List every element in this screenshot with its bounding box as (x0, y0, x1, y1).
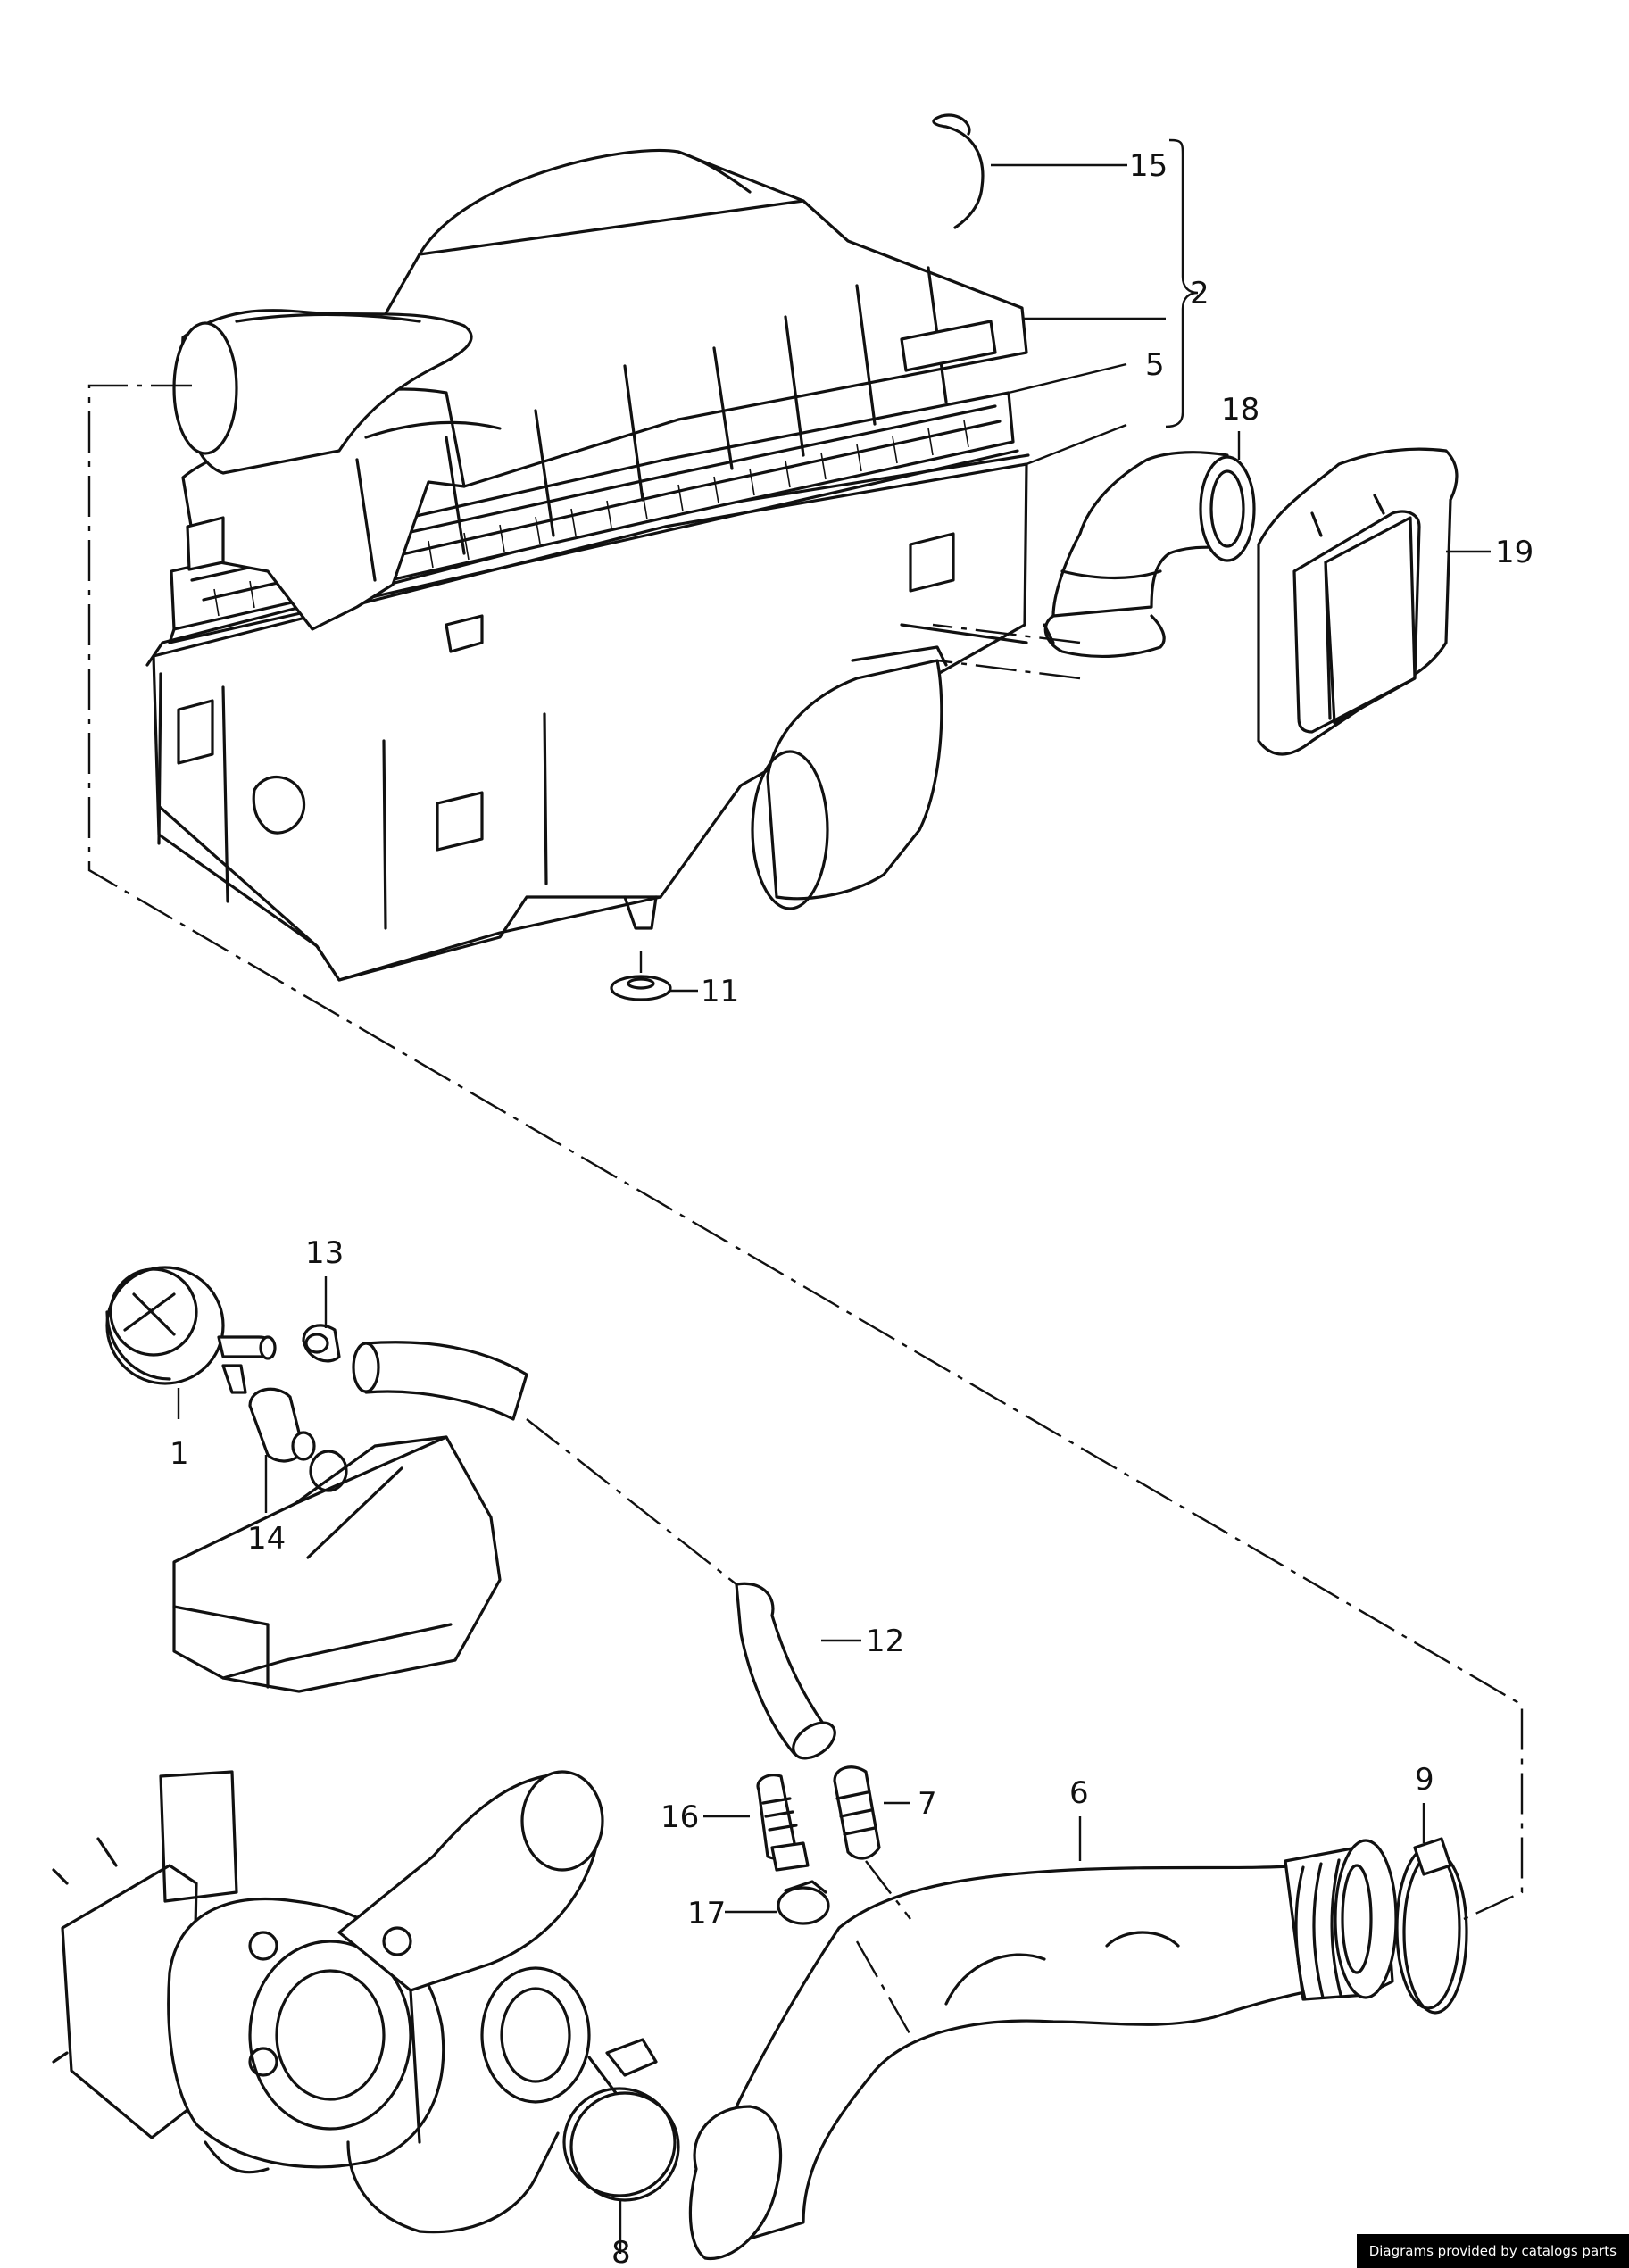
callout-5: 5 (1145, 347, 1165, 383)
turbocharger (52, 1770, 604, 2234)
part-1-breather-valve (105, 1266, 277, 1394)
valve-cover (172, 1435, 502, 1693)
lower-housing-body (145, 453, 1030, 982)
part-14-plug (248, 1387, 316, 1463)
part-8-hose-clamp (562, 2038, 680, 2202)
part-19-gasket-frame (1257, 447, 1459, 756)
callout-11: 11 (701, 974, 739, 1009)
upper-housing-cover (172, 148, 1028, 653)
callout-9: 9 (1415, 1762, 1434, 1798)
callout-17: 17 (687, 1896, 726, 1932)
part-9-hose-clamp (1395, 1837, 1468, 2015)
callout-12: 12 (866, 1624, 904, 1659)
callout-13: 13 (305, 1235, 344, 1271)
leader-lines (177, 138, 1491, 2254)
callout-15: 15 (1129, 148, 1168, 184)
callout-6: 6 (1069, 1775, 1089, 1811)
callout-labels: 15 2 5 18 19 11 13 1 14 12 16 7 6 9 17 8 (170, 148, 1533, 2268)
air-filter-housing (145, 148, 1030, 982)
assembly-path-lines (87, 384, 1524, 2036)
part-17-clamp (777, 1880, 830, 1925)
callout-7: 7 (918, 1786, 937, 1822)
part-16-connector (756, 1774, 810, 1872)
part-6-air-hose (688, 1839, 1398, 2261)
callout-16: 16 (661, 1799, 699, 1835)
part-11-grommet (610, 951, 672, 1001)
part-7-connector (833, 1765, 881, 1860)
callout-1: 1 (170, 1436, 189, 1472)
part-13-hose-clip (302, 1324, 341, 1363)
part-12-breather-hose (352, 1341, 836, 1760)
diagram-credit: Diagrams provided by catalogs parts (1356, 2234, 1629, 2268)
part-18-intake-elbow (1043, 451, 1256, 659)
callout-18: 18 (1221, 392, 1259, 428)
part-15-clip (932, 113, 985, 229)
callout-14: 14 (247, 1521, 286, 1557)
callout-2: 2 (1190, 276, 1209, 312)
callout-8: 8 (611, 2235, 631, 2268)
housing-intake-duct (751, 623, 1028, 910)
callout-19: 19 (1495, 535, 1533, 570)
